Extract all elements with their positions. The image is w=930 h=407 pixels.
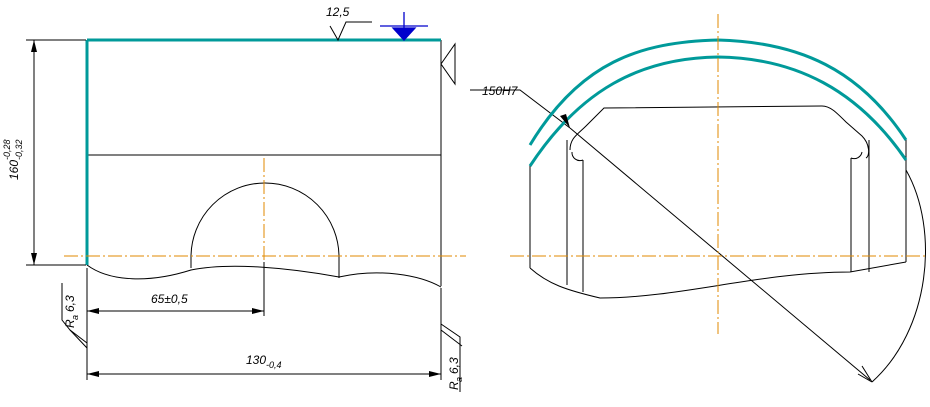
roughness-left-symbol-text: R bbox=[63, 319, 77, 328]
roughness-left-sub: a bbox=[70, 315, 80, 320]
roughness-right-sub: a bbox=[454, 377, 464, 382]
arrow-height-bottom bbox=[31, 253, 37, 265]
arrow-length-left bbox=[87, 371, 99, 377]
inner-pocket bbox=[569, 105, 870, 159]
arrow-length-right bbox=[429, 371, 441, 377]
side-centerlines bbox=[510, 14, 928, 334]
base-symbol bbox=[380, 12, 428, 41]
diameter-leader-tail bbox=[470, 89, 571, 129]
bore-label: 150H7 bbox=[482, 84, 519, 98]
bore-arrow bbox=[560, 114, 570, 128]
diameter-arrow-tip bbox=[857, 365, 873, 383]
base-symbol-triangle bbox=[391, 27, 417, 41]
height-tol-upper: -0,28 bbox=[2, 139, 12, 160]
break-line bbox=[86, 264, 442, 288]
bore-arc-inner bbox=[528, 55, 908, 167]
offset-label: 65±0,5 bbox=[151, 292, 188, 306]
side-view bbox=[470, 89, 926, 383]
roughness-right-value: 6,3 bbox=[447, 357, 461, 374]
arrow-height-top bbox=[31, 40, 37, 52]
front-arrowheads bbox=[31, 40, 441, 377]
roughness-left-value: 6,3 bbox=[63, 295, 77, 312]
front-centerlines bbox=[64, 158, 466, 275]
machined-surfaces bbox=[85, 38, 441, 265]
surface-triangle-symbol bbox=[440, 42, 456, 86]
roughness-left-symbol bbox=[61, 283, 88, 344]
roughness-right-symbol bbox=[440, 323, 461, 392]
front-dimensions bbox=[26, 21, 463, 392]
height-label: 160 -0,28 -0,32 bbox=[2, 139, 24, 180]
diameter-leader bbox=[569, 127, 871, 381]
roughness-top-symbol bbox=[329, 21, 372, 42]
arrow-offset-left bbox=[87, 308, 99, 314]
roughness-top-label: 12,5 bbox=[326, 5, 350, 19]
side-break-line bbox=[529, 261, 907, 299]
height-tol-lower: -0,32 bbox=[14, 139, 24, 160]
length-value: 130 bbox=[246, 353, 266, 367]
roughness-left-tick bbox=[69, 329, 88, 349]
arrow-offset-right bbox=[252, 308, 264, 314]
length-tol: -0,4 bbox=[266, 360, 282, 370]
roughness-right-label: R a 6,3 bbox=[447, 357, 464, 390]
large-arc bbox=[871, 169, 926, 383]
semicircle-cutout bbox=[190, 182, 340, 278]
pocket-round-right bbox=[850, 151, 863, 160]
front-view bbox=[86, 40, 442, 288]
roughness-right-symbol-text: R bbox=[447, 381, 461, 390]
roughness-left-label: R a 6,3 bbox=[63, 295, 80, 328]
height-value: 160 bbox=[7, 160, 21, 180]
pocket-round-left bbox=[571, 151, 584, 162]
roughness-right-tick bbox=[440, 329, 463, 347]
